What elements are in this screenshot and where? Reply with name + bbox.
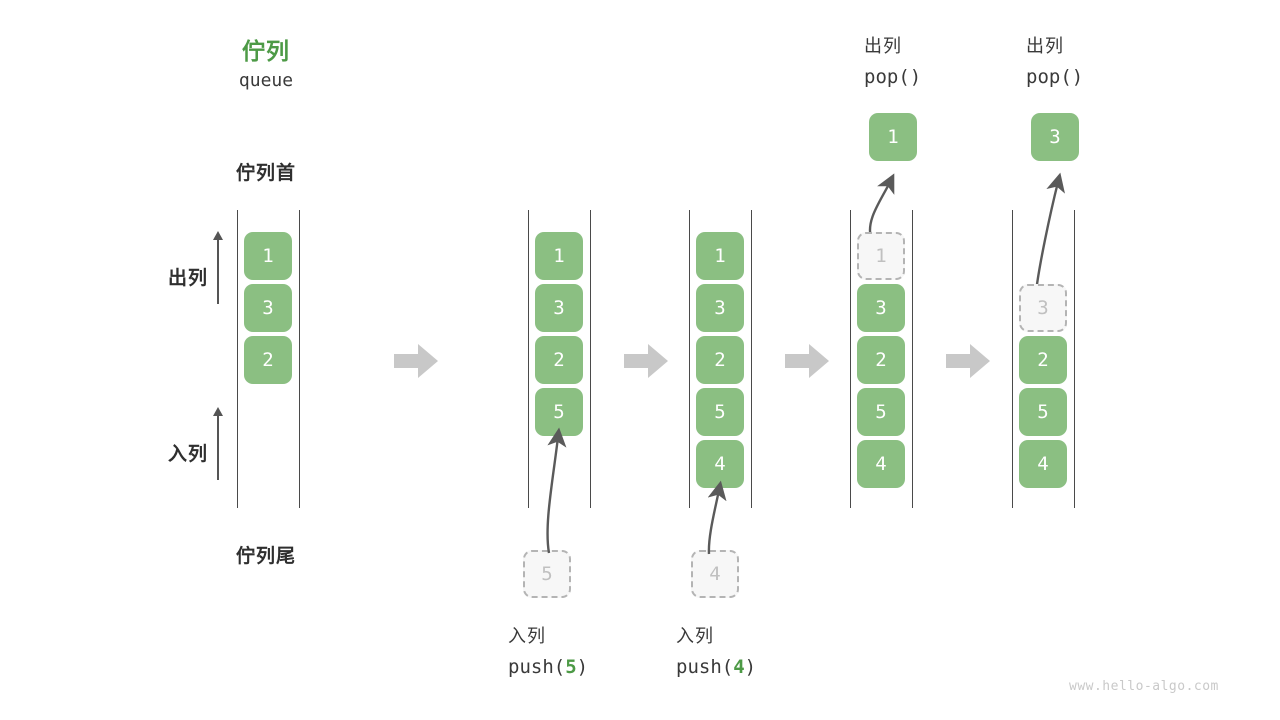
queue-cell: 3 [696,284,744,332]
push-arrow-icon-5 [520,425,590,560]
queue-rail-left-col5 [1012,210,1013,508]
queue-cell: 1 [244,232,292,280]
queue-cell: 2 [535,336,583,384]
queue-rail-left-col3 [689,210,690,508]
ghost-cell-pop-1: 1 [857,232,905,280]
queue-cell: 2 [1019,336,1067,384]
queue-rail-right-col4 [912,210,913,508]
queue-tail-label: 佇列尾 [235,546,296,567]
push-5-code-prefix: push( [508,656,566,678]
pop-1-label-cn: 出列 [864,36,902,56]
queue-cell: 4 [857,440,905,488]
pop-arrow-icon-3 [1005,170,1085,298]
queue-rail-right-col3 [751,210,752,508]
pop-1-code-prefix: pop( [864,66,910,88]
queue-cell: 3 [857,284,905,332]
queue-cell: 5 [1019,388,1067,436]
step-arrow-icon-1 [394,344,438,378]
queue-rail-right-col1 [299,210,300,508]
push-5-code: push(5) [508,656,588,678]
queue-head-label: 佇列首 [235,163,296,184]
push-5-label-cn: 入列 [508,626,546,646]
queue-rail-right-col2 [590,210,591,508]
enqueue-direction-label: 入列 [167,444,208,465]
pop-3-label-cn: 出列 [1026,36,1064,56]
queue-cell: 1 [535,232,583,280]
push-5-code-num: 5 [565,656,577,678]
ghost-cell-push-4: 4 [691,550,739,598]
queue-rail-left-col4 [850,210,851,508]
queue-rail-left-col1 [237,210,238,508]
popped-cell-3: 3 [1031,113,1079,161]
dequeue-direction-label: 出列 [167,268,208,289]
step-arrow-icon-3 [785,344,829,378]
pop-1-code-suffix: ) [909,66,922,88]
ghost-cell-push-5: 5 [523,550,571,598]
diagram-title-cn: 佇列 [242,38,290,64]
pop-3-code: pop() [1026,66,1083,88]
push-4-label-cn: 入列 [676,626,714,646]
step-arrow-icon-2 [624,344,668,378]
queue-rail-left-col2 [528,210,529,508]
diagram-title-en: queue [238,70,294,91]
queue-cell-new: 4 [696,440,744,488]
queue-rail-right-col5 [1074,210,1075,508]
queue-cell: 2 [244,336,292,384]
queue-cell: 2 [857,336,905,384]
queue-cell: 3 [244,284,292,332]
dequeue-direction-arrow-icon [213,231,223,304]
push-4-code: push(4) [676,656,756,678]
push-4-code-num: 4 [733,656,745,678]
push-arrow-icon-4 [688,478,748,560]
queue-cell: 3 [535,284,583,332]
queue-cell: 1 [696,232,744,280]
push-5-code-suffix: ) [576,656,589,678]
queue-cell: 4 [1019,440,1067,488]
push-4-code-suffix: ) [744,656,757,678]
queue-cell: 2 [696,336,744,384]
pop-3-code-prefix: pop( [1026,66,1072,88]
enqueue-direction-arrow-icon [213,407,223,480]
push-4-code-prefix: push( [676,656,734,678]
popped-cell-1: 1 [869,113,917,161]
watermark: www.hello-algo.com [1069,679,1219,694]
queue-cell: 5 [696,388,744,436]
pop-1-code: pop() [864,66,921,88]
pop-3-code-suffix: ) [1071,66,1084,88]
queue-cell: 5 [857,388,905,436]
ghost-cell-pop-3: 3 [1019,284,1067,332]
step-arrow-icon-4 [946,344,990,378]
